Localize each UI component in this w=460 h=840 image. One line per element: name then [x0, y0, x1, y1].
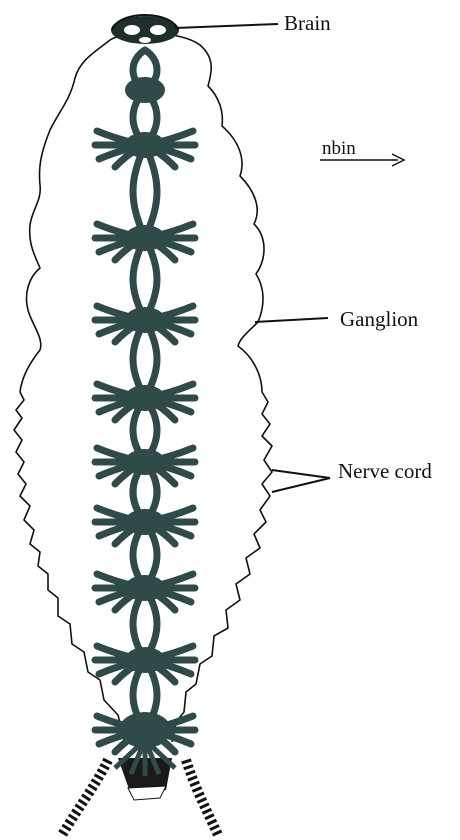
ganglion-leader-line [255, 318, 328, 322]
right-cercus [186, 760, 218, 835]
nerve-cord-leader-lines [272, 470, 330, 492]
label-brain: Brain [284, 11, 331, 35]
ganglion [95, 224, 195, 260]
brain-leader-line [175, 24, 278, 28]
ganglion [95, 574, 195, 610]
ganglion [95, 646, 195, 682]
left-cercus [62, 760, 108, 835]
ganglion-body [125, 77, 165, 103]
label-nerve-cord: Nerve cord [338, 459, 432, 483]
connective [133, 145, 157, 238]
label-ganglion: Ganglion [340, 307, 419, 331]
ganglion [95, 448, 195, 484]
posterior-notch [128, 786, 166, 800]
ganglion [125, 77, 165, 103]
ganglion [95, 131, 195, 167]
label-fragment: nbin [322, 138, 356, 159]
brain-inner-center [139, 37, 151, 43]
brain-inner-left [124, 25, 140, 35]
ganglion [95, 384, 195, 420]
ganglia-group [95, 77, 195, 776]
brain-inner-right [150, 25, 166, 35]
ganglion [95, 508, 195, 544]
brain [111, 15, 179, 44]
ganglion [95, 306, 195, 342]
